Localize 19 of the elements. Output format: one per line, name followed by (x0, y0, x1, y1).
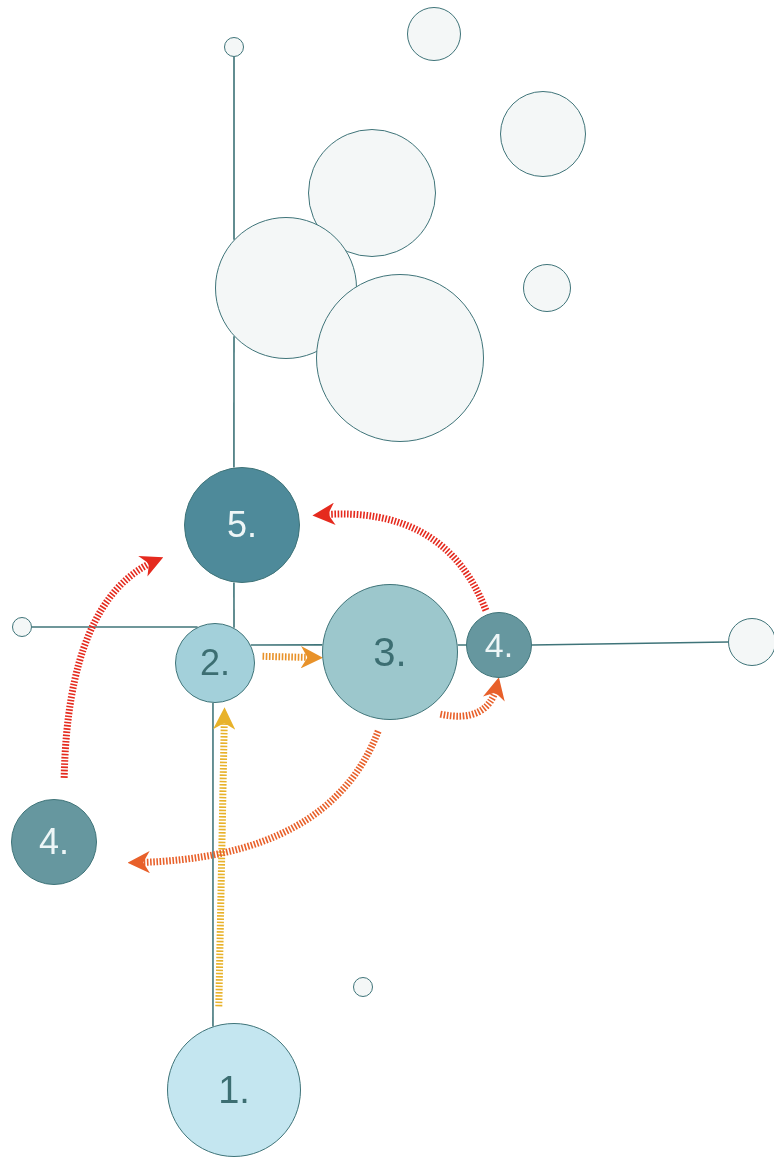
connector-line (233, 56, 235, 241)
step-number: 4. (484, 628, 514, 662)
connector-line (531, 641, 729, 646)
arrow (262, 646, 324, 669)
connector-line (233, 581, 235, 629)
connector-line (212, 702, 214, 1028)
connector-line (456, 644, 467, 646)
connector-line (233, 335, 235, 469)
connector-line (249, 644, 324, 646)
arrow (439, 677, 504, 720)
arrow (127, 729, 382, 874)
arrow (212, 707, 236, 1007)
step-number: 4. (39, 824, 69, 860)
step-number: 5. (227, 507, 257, 543)
connector-line (31, 626, 199, 628)
step-number: 2. (200, 645, 230, 681)
step-number: 3. (373, 632, 407, 672)
step-number: 1. (218, 1071, 250, 1109)
arrow (312, 503, 490, 612)
